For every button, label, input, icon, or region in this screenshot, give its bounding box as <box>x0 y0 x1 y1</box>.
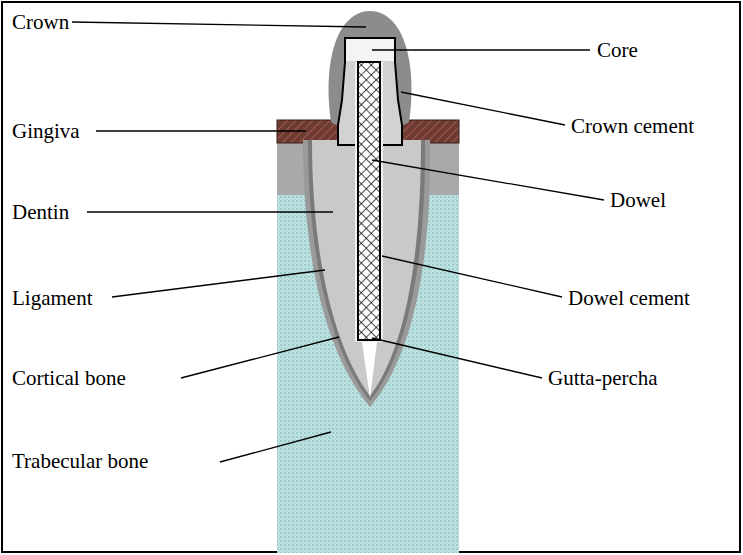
part-label: Dowel cement <box>568 288 690 309</box>
part-label: Crown cement <box>571 116 694 137</box>
gutta-percha <box>362 342 377 398</box>
part-label: Dentin <box>12 202 69 223</box>
leader-lines <box>72 22 604 462</box>
dowel <box>358 62 380 340</box>
part-label: Ligament <box>12 288 92 309</box>
part-label: Core <box>597 40 638 61</box>
gingiva <box>400 120 459 143</box>
part-label: Gutta-percha <box>548 368 658 389</box>
dowel-cement <box>355 62 383 342</box>
part-label: Dowel <box>610 190 666 211</box>
part-label: Gingiva <box>12 121 80 142</box>
part-label: Crown <box>12 12 69 33</box>
part-label: Cortical bone <box>12 368 126 389</box>
part-label: Trabecular bone <box>12 451 148 472</box>
